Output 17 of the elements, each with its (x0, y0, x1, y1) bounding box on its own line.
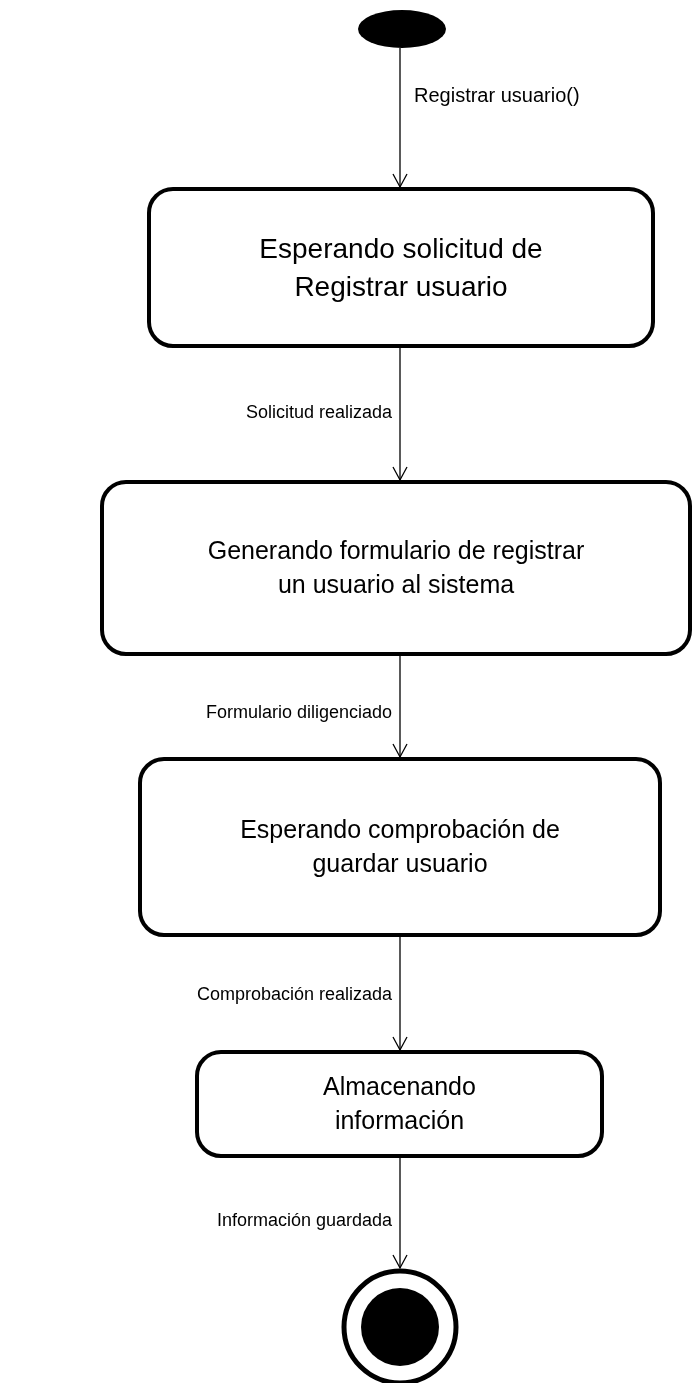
transition-arrow (392, 347, 408, 481)
state-box (138, 757, 662, 937)
state-name: Esperando solicitud de Registrar usuario (258, 231, 544, 304)
state-box (195, 1050, 604, 1158)
transition-arrow (392, 1157, 408, 1269)
state-name: Almacenando información (322, 1071, 477, 1136)
state-box (100, 480, 692, 656)
edge-label: Formulario diligenciado (205, 702, 392, 723)
transition-arrow (392, 655, 408, 758)
edge-label: Registrar usuario() (414, 84, 580, 107)
edge-label: Comprobación realizada (196, 984, 392, 1005)
state-box (147, 187, 655, 348)
state-name: Esperando comprobación de guardar usuario (239, 814, 561, 879)
edge-label: Información guardada (216, 1210, 392, 1231)
transition-arrow (392, 47, 408, 188)
state-name: Generando formulario de registrar un usuario al sistema (206, 535, 586, 600)
transition-arrow (392, 936, 408, 1051)
